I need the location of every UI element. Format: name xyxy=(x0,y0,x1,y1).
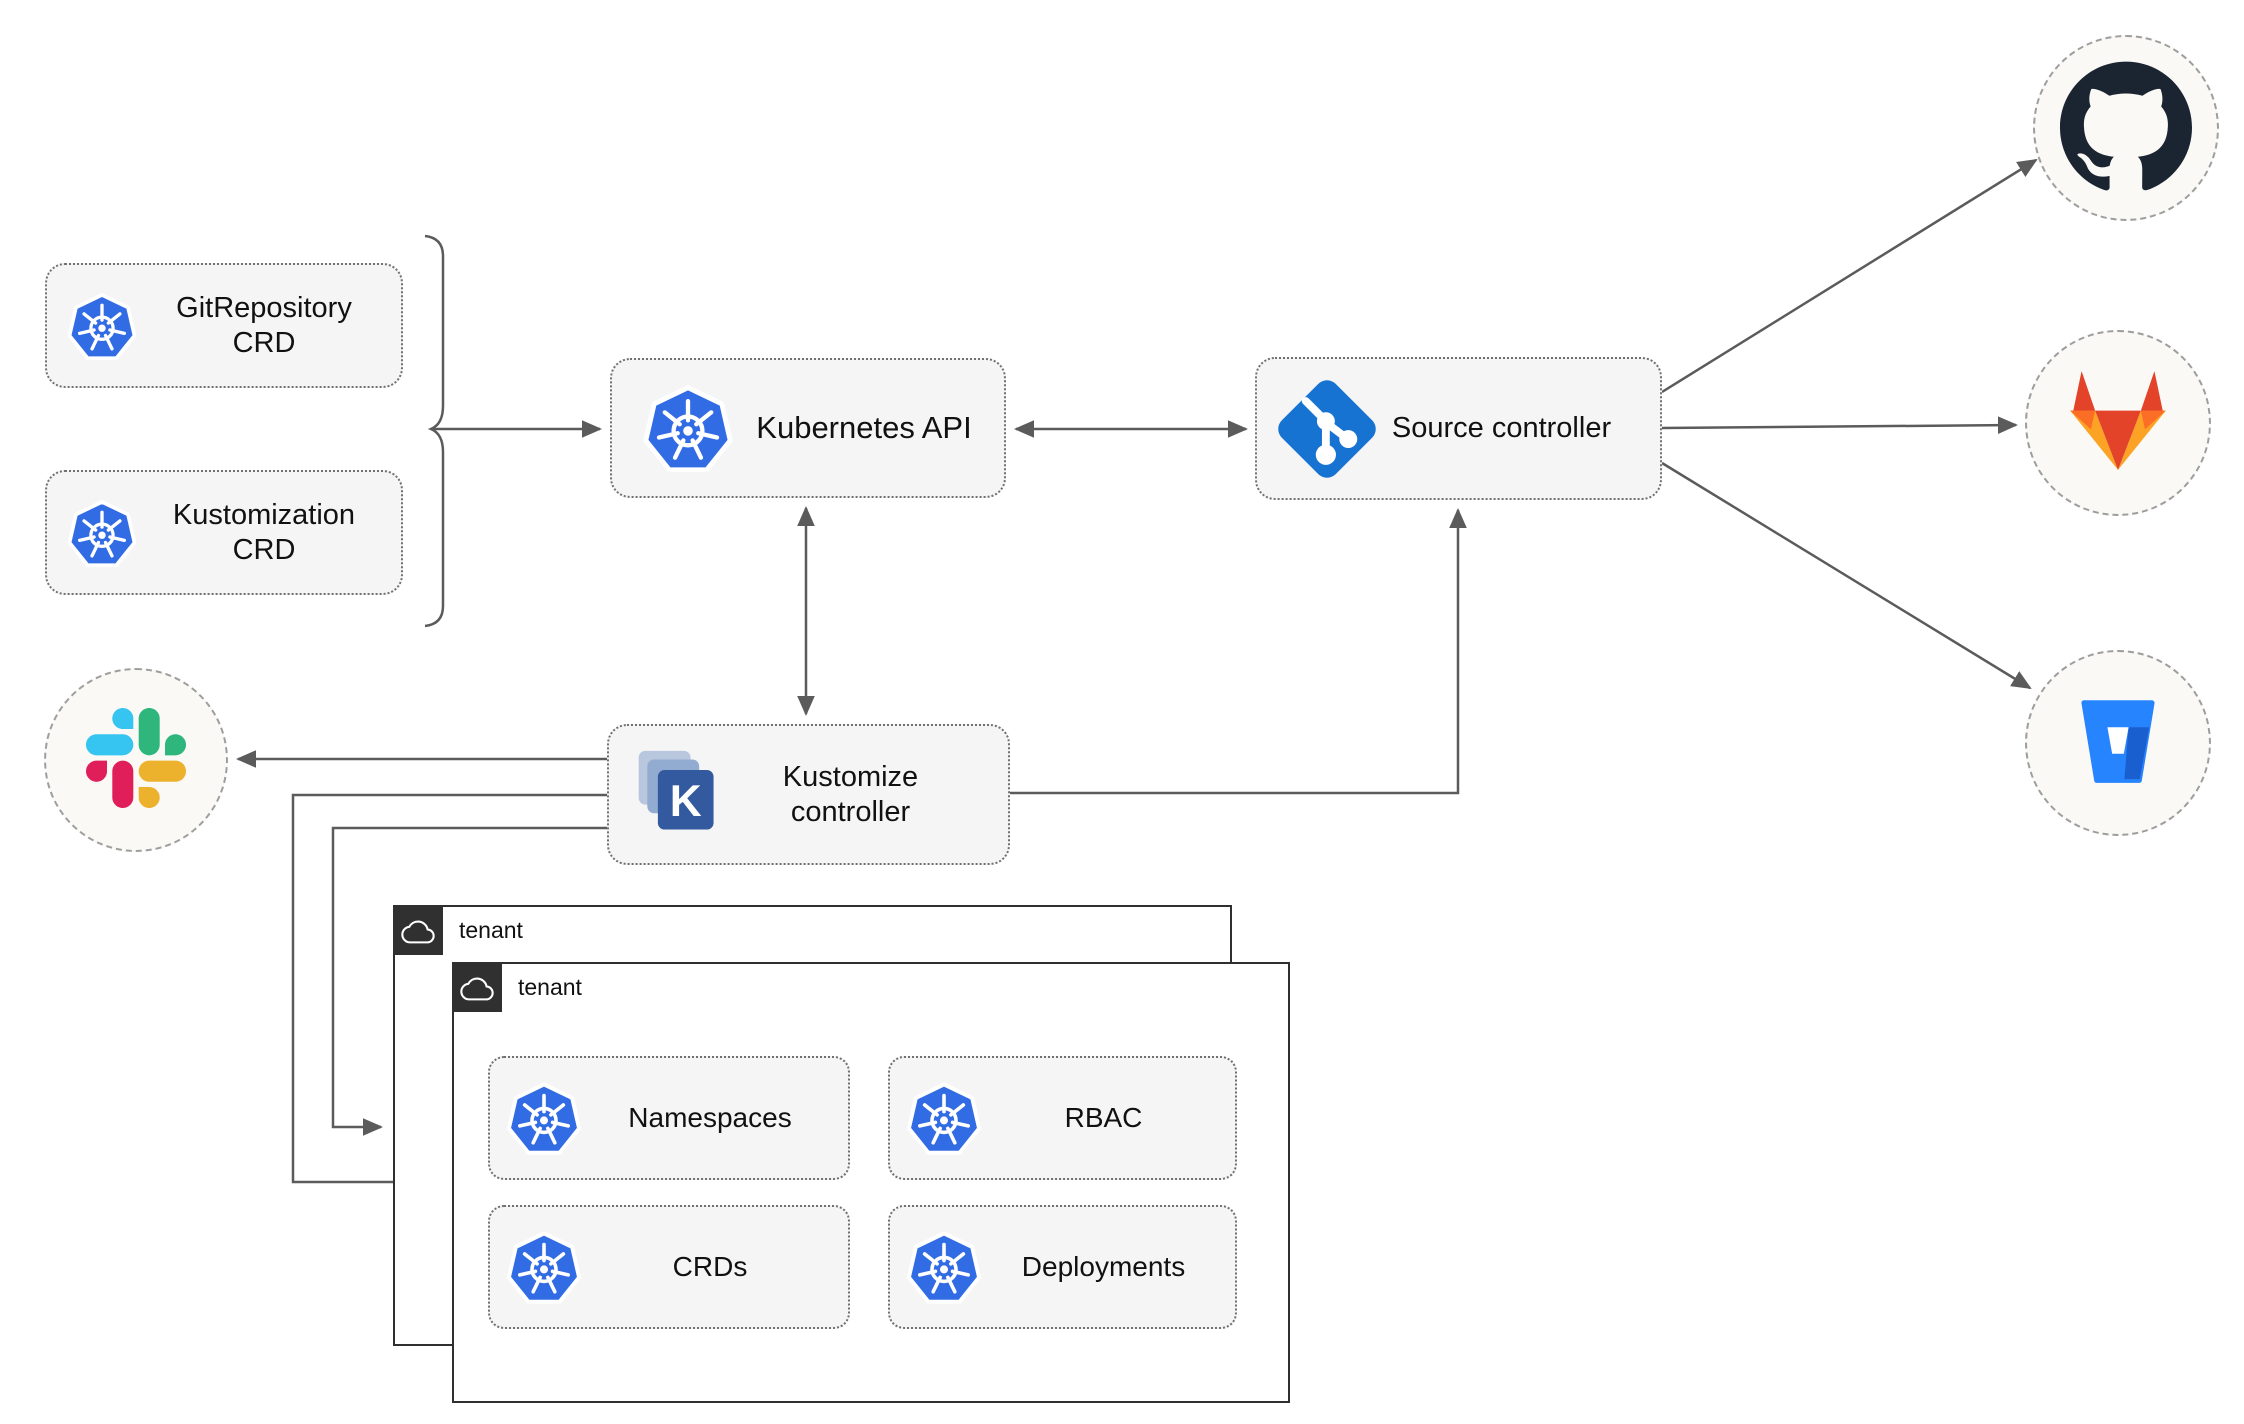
kubernetes-icon xyxy=(890,1078,984,1158)
node-source-controller[interactable]: Source controller xyxy=(1255,357,1662,500)
edge-kustomize-controller-tenant-back xyxy=(331,826,607,1136)
gitlab-icon xyxy=(2060,369,2176,478)
kubernetes-icon xyxy=(47,289,139,363)
node-label: RBAC xyxy=(1064,1102,1143,1134)
node-namespaces[interactable]: Namespaces xyxy=(488,1056,850,1180)
node-label: CRDs xyxy=(672,1251,748,1283)
edge-source-controller-gitlab xyxy=(1661,416,2018,434)
gitlab-node[interactable] xyxy=(2025,330,2211,516)
node-label: Kustomize controller xyxy=(782,761,919,828)
node-label: Deployments xyxy=(1021,1251,1186,1283)
kubernetes-icon xyxy=(612,380,736,476)
tenant-label: tenant xyxy=(518,974,582,1000)
slack-icon xyxy=(86,707,186,813)
kubernetes-icon xyxy=(890,1227,984,1307)
edge-source-controller-bitbucket xyxy=(1661,461,2032,690)
node-label: Namespaces xyxy=(628,1102,792,1134)
node-gitrepository-crd[interactable]: GitRepository CRD xyxy=(45,263,403,388)
bracket-crd-group xyxy=(424,234,445,628)
node-crds[interactable]: CRDs xyxy=(488,1205,850,1329)
node-rbac[interactable]: RBAC xyxy=(888,1056,1237,1180)
edge-source-controller-github xyxy=(1661,158,2038,394)
kubernetes-icon xyxy=(490,1227,584,1307)
tenant-container-front[interactable]: tenant xyxy=(452,962,1290,1403)
tenant-label: tenant xyxy=(459,917,523,943)
cloud-icon xyxy=(452,962,502,1012)
node-kustomization-crd[interactable]: Kustomization CRD xyxy=(45,470,403,595)
node-label: Source controller xyxy=(1391,412,1612,445)
bitbucket-node[interactable] xyxy=(2025,650,2211,836)
edge-kustomize-controller-source-controller xyxy=(1010,508,1467,795)
node-label: Kustomization CRD xyxy=(172,499,356,566)
kubernetes-icon xyxy=(490,1078,584,1158)
bitbucket-icon xyxy=(2065,688,2171,799)
cloud-icon xyxy=(393,905,443,955)
kubernetes-icon xyxy=(47,496,139,570)
git-icon xyxy=(1257,373,1383,485)
node-deployments[interactable]: Deployments xyxy=(888,1205,1237,1329)
node-kubernetes-api[interactable]: Kubernetes API xyxy=(610,358,1006,498)
node-kustomize-controller[interactable]: Kustomize controller xyxy=(607,724,1010,865)
slack-node[interactable] xyxy=(44,668,228,852)
node-label: Kubernetes API xyxy=(756,409,972,445)
node-label: GitRepository CRD xyxy=(176,292,352,359)
github-node[interactable] xyxy=(2033,35,2219,221)
github-icon xyxy=(2060,60,2192,197)
edge-kustomize-controller-tenant-front xyxy=(291,793,607,1191)
kustomize-icon xyxy=(609,745,727,845)
